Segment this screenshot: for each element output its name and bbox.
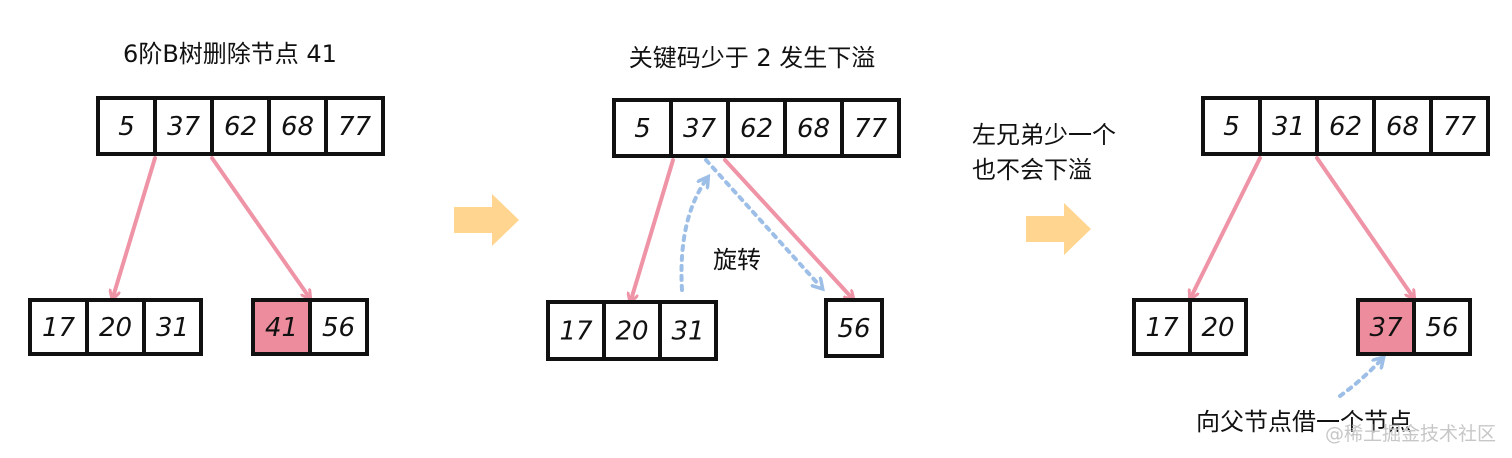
key-cell <box>824 298 884 358</box>
key-value: 5 <box>1223 112 1240 142</box>
key-value: 68 <box>1386 112 1419 142</box>
step1-edge-left <box>113 156 157 297</box>
step2-caption: 关键码少于 2 发生下溢 <box>629 44 876 72</box>
step2-right-child-node: 56 <box>824 298 884 358</box>
key-cell <box>1188 298 1248 356</box>
key-cell <box>324 96 385 156</box>
key-value: 62 <box>1329 112 1362 142</box>
step3-edge-left <box>1191 156 1262 297</box>
step3-edge-right <box>1315 156 1413 297</box>
key-value: 37 <box>1369 313 1403 343</box>
key-cell <box>612 98 673 158</box>
transition-arrow-1 <box>454 194 519 246</box>
key-cell <box>1132 298 1192 356</box>
step1-right-child-node: 41 56 <box>251 298 369 356</box>
key-value: 5 <box>118 112 135 142</box>
rotate-caption: 旋转 <box>713 246 761 274</box>
key-cell <box>153 96 214 156</box>
rotation-arrow-down <box>704 158 820 286</box>
step1-parent-node: 5 37 62 68 77 <box>96 96 385 156</box>
key-value: 77 <box>338 112 372 142</box>
note-line-2: 也不会下溢 <box>972 156 1092 184</box>
key-value: 17 <box>42 313 76 343</box>
borrow-arrow <box>1338 360 1381 398</box>
highlighted-key-cell <box>1356 298 1416 356</box>
key-value: 68 <box>281 112 314 142</box>
step2-edge-right <box>723 158 852 298</box>
key-cell <box>1258 96 1319 156</box>
key-value: 20 <box>615 317 648 347</box>
key-value: 20 <box>99 313 132 343</box>
key-value: 17 <box>559 317 593 347</box>
key-cell <box>1429 96 1490 156</box>
step1-caption: 6阶B树删除节点 41 <box>123 40 337 68</box>
key-value: 56 <box>322 313 355 343</box>
key-value: 17 <box>1145 313 1179 343</box>
step3-right-child-node: 37 56 <box>1356 298 1472 356</box>
step1-edge-right <box>210 156 309 297</box>
key-value: 37 <box>683 114 717 144</box>
watermark: @稀土掘金技术社区 <box>1325 423 1496 445</box>
key-cell <box>308 298 369 356</box>
key-value: 68 <box>797 114 830 144</box>
key-value: 31 <box>671 317 704 347</box>
key-value: 77 <box>854 114 888 144</box>
step3-parent-node: 5 31 62 68 77 <box>1201 96 1490 156</box>
key-value: 5 <box>634 114 651 144</box>
key-value: 56 <box>1425 313 1458 343</box>
key-cell <box>142 298 203 356</box>
key-value: 37 <box>167 112 201 142</box>
key-value: 31 <box>1272 112 1305 142</box>
step2-edge-left <box>631 158 675 300</box>
key-value: 41 <box>265 313 298 343</box>
key-cell <box>96 96 157 156</box>
key-cell <box>28 298 89 356</box>
transition-arrow-2 <box>1026 203 1091 255</box>
key-cell <box>658 300 718 361</box>
step1-left-child-node: 17 20 31 <box>28 298 203 356</box>
rotation-arrow-up <box>679 180 707 292</box>
key-cell <box>1315 96 1376 156</box>
key-value: 31 <box>156 313 189 343</box>
step2-left-child-node: 17 20 31 <box>546 300 718 361</box>
key-cell <box>840 98 901 158</box>
key-cell <box>1412 298 1472 356</box>
key-value: 20 <box>1201 313 1234 343</box>
key-cell <box>669 98 730 158</box>
key-value: 62 <box>224 112 257 142</box>
borrow-caption: 向父节点借一个节点 <box>1196 408 1412 436</box>
note-line-1: 左兄弟少一个 <box>972 121 1116 149</box>
key-value: 56 <box>837 314 870 344</box>
key-value: 62 <box>740 114 773 144</box>
step2-parent-node: 5 37 62 68 77 <box>612 98 901 158</box>
key-value: 77 <box>1443 112 1477 142</box>
